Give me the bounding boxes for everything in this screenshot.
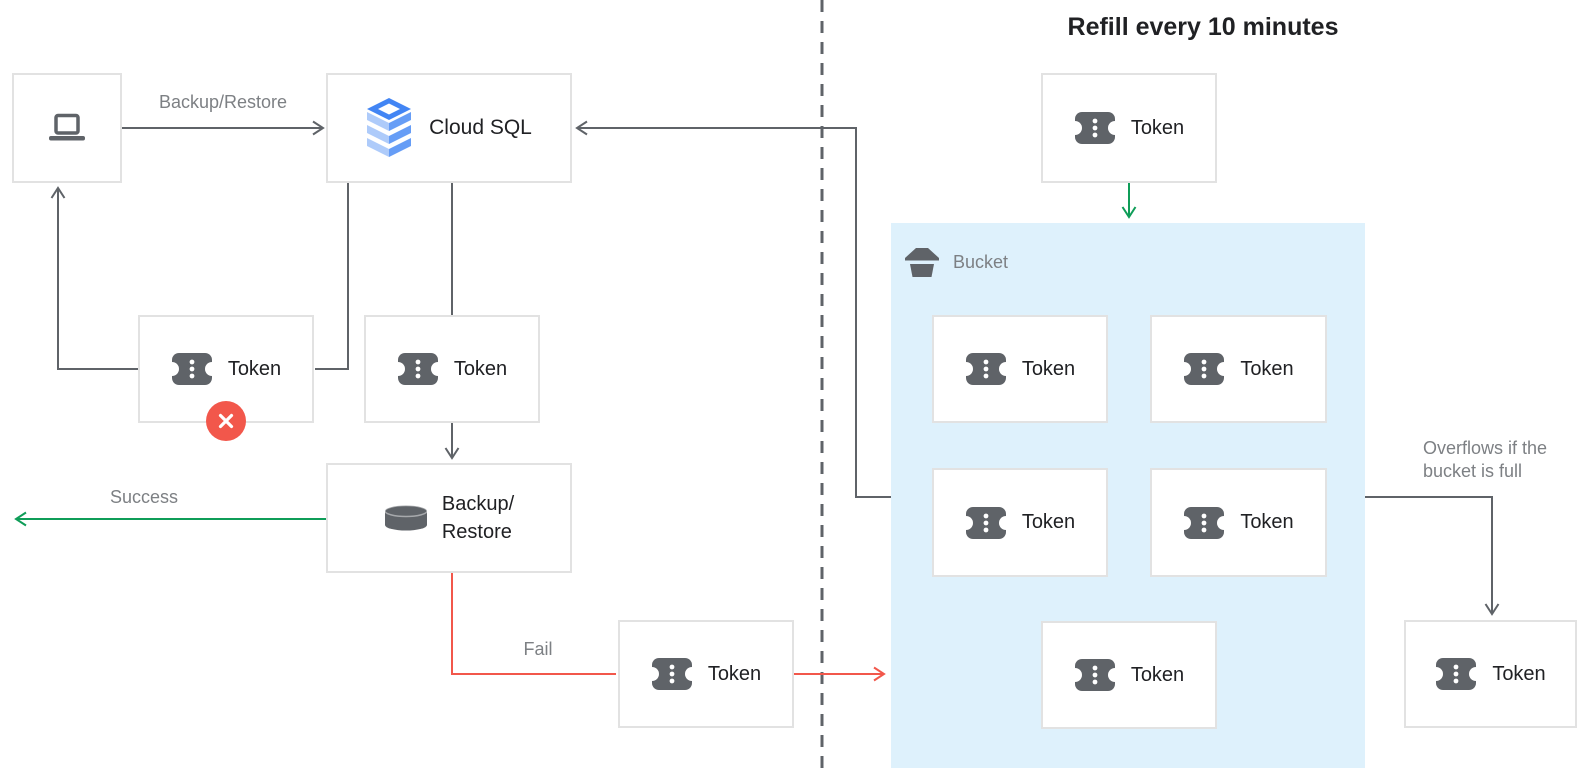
token-node-fail: Token — [618, 620, 794, 728]
bucket-header: Bucket — [904, 245, 1008, 279]
client-node — [12, 73, 122, 183]
token-icon — [170, 353, 213, 385]
token-icon — [1073, 112, 1116, 144]
overflow-label-line1: Overflows if the — [1423, 438, 1548, 458]
edge-fail — [451, 573, 616, 675]
success-edge-label: Success — [109, 487, 179, 507]
token-icon — [650, 658, 693, 690]
fail-edge-label: Fail — [523, 639, 553, 659]
bucket-icon — [905, 248, 939, 277]
bucket-container: Bucket Token Token Token — [891, 223, 1365, 768]
laptop-icon — [49, 113, 85, 141]
backup-restore-label-line2: Restore — [441, 521, 512, 543]
token-icon — [396, 353, 439, 385]
token-icon — [1073, 659, 1116, 691]
bucket-token-1: Token — [932, 315, 1108, 423]
token-label: Token — [1240, 511, 1294, 533]
bucket-token-2: Token — [1150, 315, 1327, 423]
token-icon — [964, 353, 1007, 385]
refill-token-node: Token — [1041, 73, 1217, 183]
token-icon — [964, 506, 1007, 539]
database-icon — [384, 505, 428, 531]
cloud-sql-node: Cloud SQL — [326, 73, 572, 183]
bucket-token-4: Token — [1150, 468, 1327, 577]
bucket-token-5: Token — [1041, 621, 1217, 729]
token-icon — [1435, 658, 1478, 690]
edge-rejected-token-to-client — [50, 186, 138, 370]
token-label: Token — [453, 357, 508, 380]
backup-restore-label-line1: Backup/ — [441, 493, 515, 515]
token-label: Token — [707, 662, 762, 685]
token-label: Token — [1492, 662, 1546, 685]
edge-bucket-overflow — [1365, 496, 1500, 616]
token-icon — [1183, 353, 1226, 385]
cloud-sql-label: Cloud SQL — [429, 116, 532, 139]
token-icon — [1183, 506, 1226, 539]
token-label: Token — [1130, 663, 1185, 686]
overflow-token-node: Token — [1404, 620, 1577, 728]
bucket-label: Bucket — [953, 251, 1009, 272]
token-label: Token — [1021, 511, 1076, 533]
edge-bucket-to-cloudsql — [575, 120, 891, 498]
token-node-rejected: Token — [138, 315, 314, 441]
token-label: Token — [1240, 357, 1294, 380]
backup-restore-edge-label: Backup/Restore — [158, 92, 288, 112]
edge-cloudsql-to-rejected-token — [315, 183, 349, 370]
x-icon — [218, 413, 234, 429]
bucket-token-3: Token — [932, 468, 1108, 577]
refill-title: Refill every 10 minutes — [1067, 13, 1339, 41]
token-label: Token — [1021, 357, 1076, 380]
token-label: Token — [1130, 116, 1185, 139]
token-node-cloudsql: Token — [364, 315, 540, 423]
error-badge — [206, 401, 246, 441]
overflow-edge-label: Overflows if the bucket is full — [1423, 437, 1547, 483]
cloud-sql-icon — [367, 98, 412, 157]
backup-restore-label: Backup/ Restore — [442, 490, 514, 546]
token-label: Token — [227, 357, 282, 380]
backup-restore-node: Backup/ Restore — [326, 463, 572, 573]
overflow-label-line2: bucket is full — [1423, 461, 1523, 481]
